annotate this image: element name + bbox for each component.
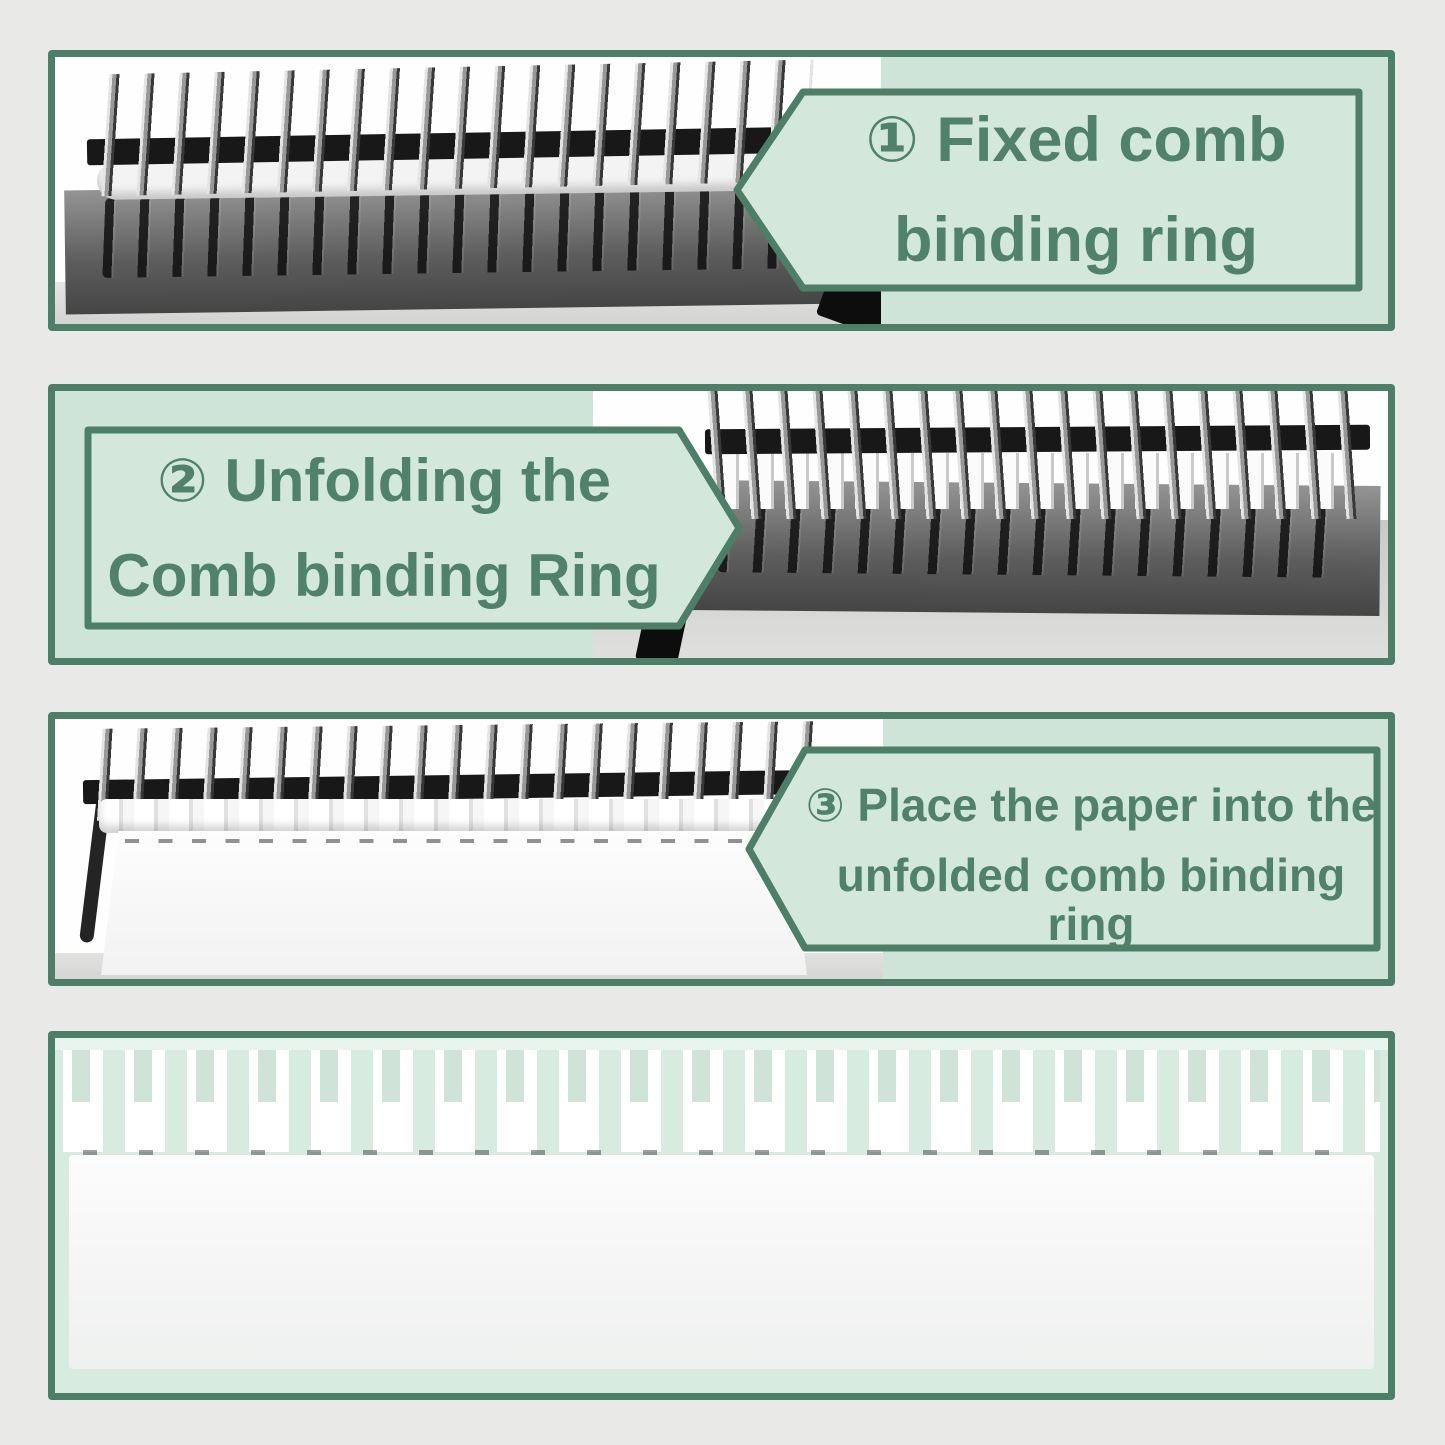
unfolded-white-comb-ring <box>99 799 815 833</box>
step-1-label-line2: binding ring <box>894 205 1258 275</box>
step-2-panel: ② Unfolding the Comb binding Ring <box>48 384 1395 665</box>
metal-teeth <box>88 59 814 197</box>
step-3-label-line1: ③ Place the paper into the <box>805 779 1377 831</box>
step-1-label: ① Fixed comb binding ring <box>793 87 1359 293</box>
paper-sheet <box>101 831 807 975</box>
step-1-label-line1: ① Fixed comb <box>865 104 1287 175</box>
step-2-label-line1: ② Unfolding the <box>156 447 612 514</box>
comb-binding-loop-legs <box>63 1102 1380 1152</box>
binding-spine-highlight <box>55 1038 1388 1050</box>
comb-binding-loops <box>63 1050 1380 1102</box>
step-4-panel-bound-result <box>48 1031 1395 1400</box>
machine-base-slots <box>102 188 810 278</box>
step-2-label-line2: Comb binding Ring <box>107 542 661 609</box>
step-3-photo-paper-inserted <box>55 719 883 979</box>
paper-punch-holes <box>125 839 783 843</box>
step-2-photo-unfolding-ring <box>593 391 1388 658</box>
loop-shadow-slits <box>77 1150 1354 1155</box>
step-1-callout: ① Fixed comb binding ring <box>731 87 1365 293</box>
step-2-label: ② Unfolding the Comb binding Ring <box>89 425 679 631</box>
step-3-callout: ③ Place the paper into the unfolded comb… <box>743 745 1383 953</box>
metal-teeth <box>694 391 1381 519</box>
right-arrow-callout-shape <box>84 426 743 630</box>
step-3-label: ③ Place the paper into the unfolded comb… <box>805 745 1377 953</box>
bound-paper-sheet <box>69 1155 1374 1369</box>
step-3-label-line2: unfolded comb binding ring <box>836 849 1346 950</box>
left-arrow-callout-shape <box>733 88 1363 292</box>
step-1-panel: ① Fixed comb binding ring <box>48 50 1395 331</box>
step-2-callout: ② Unfolding the Comb binding Ring <box>83 425 745 631</box>
left-arrow-callout-shape <box>745 746 1381 952</box>
step-3-panel: ③ Place the paper into the unfolded comb… <box>48 712 1395 986</box>
